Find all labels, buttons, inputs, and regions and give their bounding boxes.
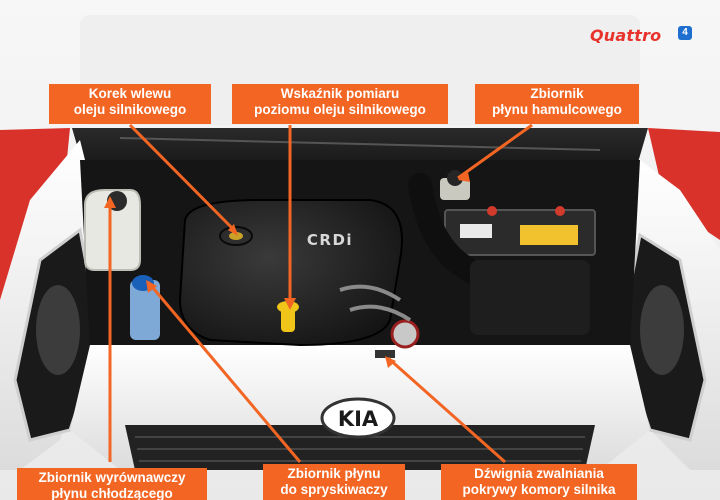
air-filter-box xyxy=(470,260,590,335)
quattro-logo-mark: 4 xyxy=(678,26,692,40)
callout-brake-fluid-line2: płynu hamulcowego xyxy=(492,102,622,117)
callout-dipstick-line1: Wskaźnik pomiaru xyxy=(280,86,400,101)
engine-cover-label: CRDi xyxy=(307,231,353,249)
leader-brake-fluid xyxy=(457,123,533,180)
intake-hose xyxy=(408,173,522,312)
callout-oil-cap-line2: oleju silnikowego xyxy=(73,102,187,117)
arrow-head-coolant xyxy=(104,196,116,208)
callout-coolant-line2: płynu chłodzącego xyxy=(51,486,173,500)
kia-badge xyxy=(320,397,396,439)
callout-oil-cap-line1: Korek wlewu xyxy=(88,86,172,101)
callout-coolant: Zbiornik wyrównawczy płynu chłodzącego xyxy=(17,468,207,500)
callout-hood-release-line2: pokrywy komory silnika xyxy=(462,482,616,497)
battery-label-left xyxy=(460,224,492,238)
engine-pipes xyxy=(339,284,412,322)
dipstick-handle xyxy=(277,301,299,332)
coolant-reservoir xyxy=(84,189,141,271)
callout-coolant-line1: Zbiornik wyrównawczy xyxy=(38,470,186,485)
quattro-logo-text: Quattro xyxy=(590,26,662,45)
callout-brake-fluid: Zbiornik płynu hamulcowego xyxy=(475,84,639,124)
callout-lines xyxy=(108,123,533,464)
hood-release-lever xyxy=(375,350,395,358)
right-red-banner xyxy=(648,128,720,240)
washer-reservoir xyxy=(130,280,160,340)
leader-washer xyxy=(146,281,302,463)
callout-washer: Zbiornik płynu do spryskiwaczy xyxy=(263,464,405,500)
leader-hood-release xyxy=(387,356,506,464)
left-headlight-lens xyxy=(36,285,80,375)
hood-support xyxy=(119,137,601,151)
kia-badge-text: KIA xyxy=(338,407,379,431)
callout-hood-release-line1: Dźwignia zwalniania xyxy=(474,466,604,481)
callout-washer-line1: Zbiornik płynu xyxy=(287,466,381,481)
callout-oil-cap: Korek wlewu oleju silnikowego xyxy=(49,84,211,124)
brake-fluid-reservoir xyxy=(440,178,470,200)
battery-terminal-pos xyxy=(487,206,497,216)
quattro-logo: Quattro 4 xyxy=(590,26,696,48)
arrow-head-hood-release xyxy=(385,356,396,368)
battery-terminal-neg xyxy=(555,206,565,216)
arrow-head-washer xyxy=(146,280,157,293)
radiator-cap xyxy=(390,319,420,349)
arrow-head-brake xyxy=(458,172,470,182)
arrow-head-dipstick xyxy=(284,298,296,310)
callout-dipstick: Wskaźnik pomiaru poziomu oleju silnikowe… xyxy=(232,84,448,124)
callout-dipstick-line2: poziomu oleju silnikowego xyxy=(254,102,426,117)
oil-cap-mark xyxy=(229,232,243,240)
leader-oil-cap xyxy=(128,123,238,234)
brake-fluid-cap xyxy=(447,170,463,186)
arrow-head-oil-cap xyxy=(228,224,238,236)
right-headlight-lens xyxy=(640,285,684,375)
callout-washer-line2: do spryskiwaczy xyxy=(280,482,388,497)
callout-hood-release: Dźwignia zwalniania pokrywy komory silni… xyxy=(441,464,637,500)
battery-label xyxy=(520,225,578,245)
callout-brake-fluid-line1: Zbiornik xyxy=(530,86,584,101)
